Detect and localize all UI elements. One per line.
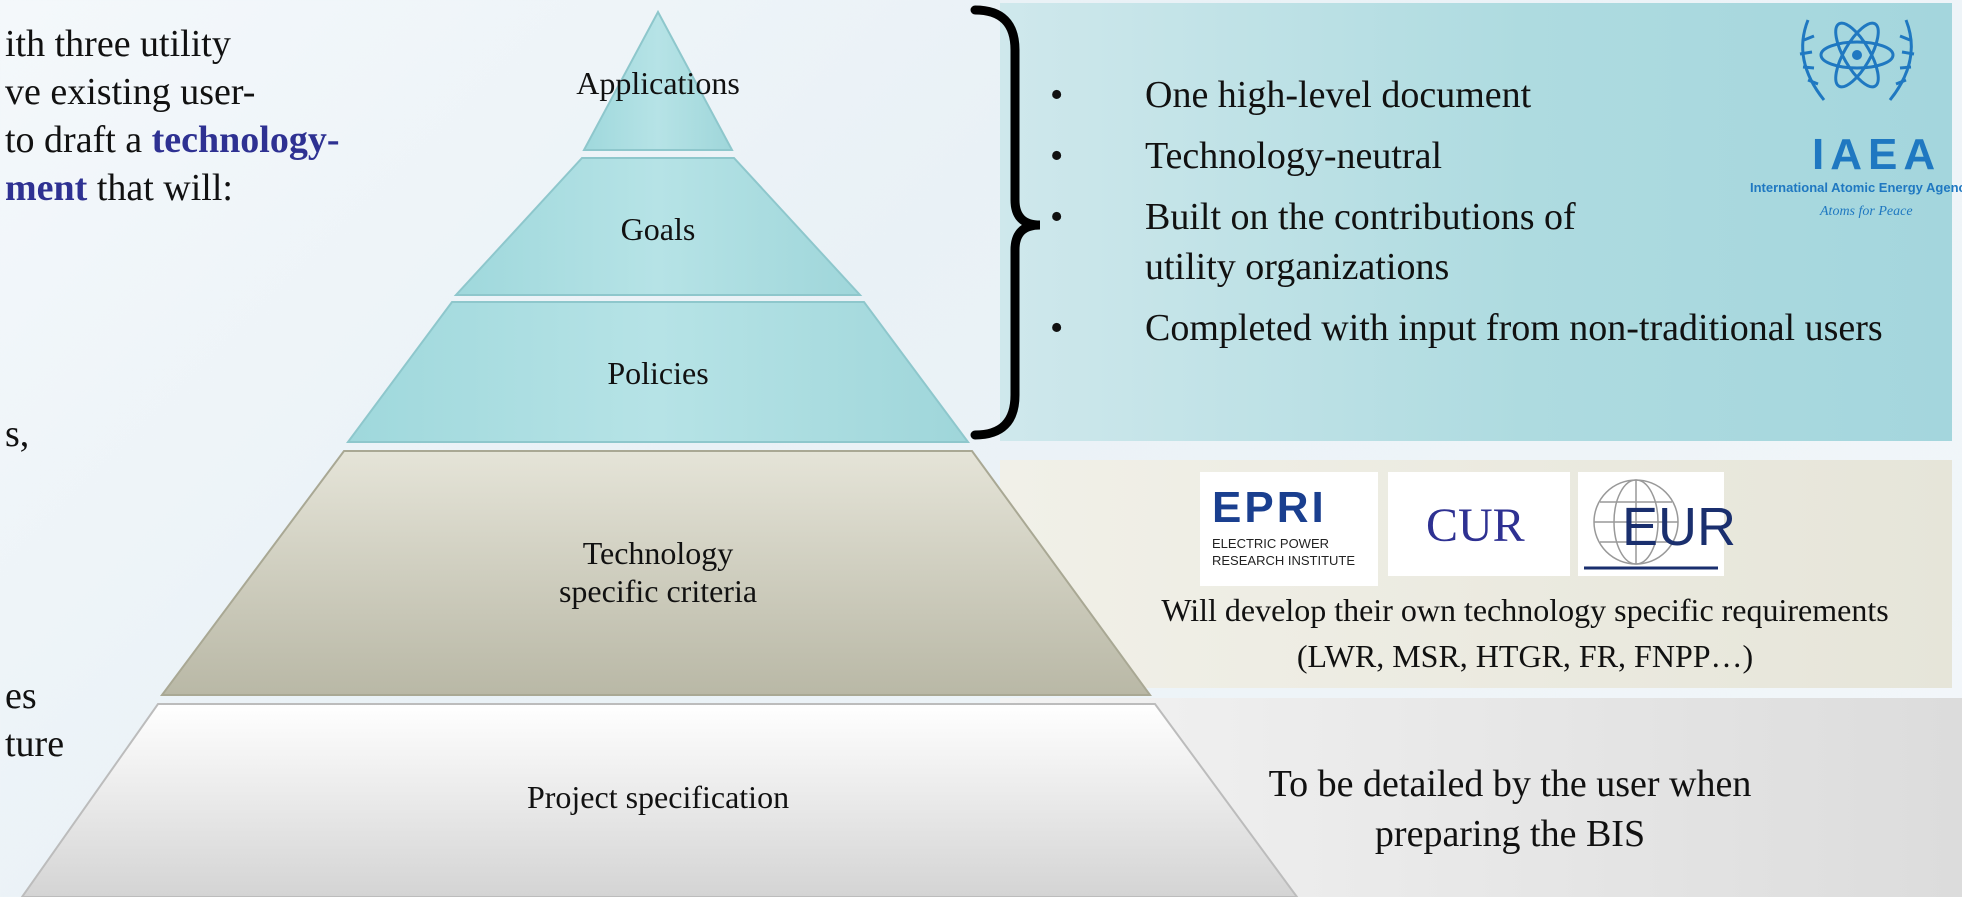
bullet-symbol: • — [1050, 74, 1064, 116]
pyramid-tier-applications — [582, 9, 734, 151]
bullet-text: Completed with input from non-traditiona… — [1145, 307, 1883, 349]
bullet-list: • One high-level document • Technology-n… — [1050, 70, 1935, 353]
tier-label-technology: Technology specific criteria — [558, 535, 758, 609]
iaea-emblem-icon — [1799, 19, 1915, 101]
epri-mark: EPRI — [1212, 483, 1327, 532]
eur-logo: EUR — [1578, 472, 1736, 576]
iaea-name: International Atomic Energy Agency — [1750, 180, 1962, 195]
tier-label-project: Project specification — [526, 779, 790, 815]
bullet-symbol: • — [1050, 307, 1064, 349]
left-text-line2: ve existing user- — [5, 71, 256, 113]
bullet-text: Built on the contributions of utility or… — [1145, 196, 1576, 288]
left-text-line7: ture — [5, 723, 65, 765]
bullet-item: • Completed with input from non-traditio… — [1050, 303, 1935, 353]
left-text-line6: es — [5, 675, 37, 717]
epri-line2: RESEARCH INSTITUTE — [1212, 553, 1356, 568]
cur-text: CUR — [1426, 499, 1525, 552]
mid-panel-text-line2: (LWR, MSR, HTGR, FR, FNPP…) — [1296, 638, 1754, 674]
epri-line1: ELECTRIC POWER — [1212, 536, 1330, 551]
tier-label-policies: Policies — [607, 355, 709, 391]
left-text-line4-accent: ment — [5, 167, 88, 209]
right-bracket — [970, 5, 1041, 440]
left-text-line4-suffix: that will: — [87, 167, 233, 209]
left-text-line3-prefix: to draft a — [5, 119, 152, 161]
bullet-symbol: • — [1050, 196, 1064, 238]
eur-text: EUR — [1622, 497, 1737, 557]
left-text-line5: s, — [5, 413, 30, 455]
pyramid-tier-project — [20, 703, 1299, 897]
cur-logo: CUR — [1388, 472, 1570, 576]
bullet-item: • Technology-neutral — [1050, 131, 1935, 181]
left-text-line3-accent: technology- — [151, 119, 340, 161]
bottom-panel-text-line1: To be detailed by the user when — [1268, 763, 1752, 805]
tier-label-goals: Goals — [620, 211, 696, 247]
left-text-line1: ith three utility — [5, 23, 231, 65]
bullet-text: Technology-neutral — [1145, 135, 1443, 177]
bullet-item: • One high-level document — [1050, 70, 1935, 120]
left-text-line3: to draft a technology- — [5, 116, 340, 164]
bottom-panel-text-line2: preparing the BIS — [1374, 813, 1646, 855]
epri-logo: EPRI ELECTRIC POWER RESEARCH INSTITUTE — [1200, 472, 1378, 586]
top-panel — [1000, 3, 1952, 441]
iaea-logo: IAEA International Atomic Energy Agency … — [1750, 0, 1962, 230]
globe-icon — [1584, 479, 1718, 570]
bullet-text: One high-level document — [1145, 74, 1532, 116]
pyramid-tier-technology — [160, 450, 1152, 696]
iaea-motto: Atoms for Peace — [1820, 204, 1913, 219]
pyramid-tier-policies — [346, 301, 970, 443]
iaea-acronym: IAEA — [1812, 130, 1942, 179]
pyramid-tier-goals — [453, 157, 863, 296]
left-text-line4: ment that will: — [5, 164, 233, 212]
bullet-item: • Built on the contributions of utility … — [1050, 192, 1935, 292]
tier-label-applications: Applications — [576, 65, 740, 101]
mid-panel-text-line1: Will develop their own technology specif… — [1161, 592, 1889, 628]
bullet-symbol: • — [1050, 135, 1064, 177]
